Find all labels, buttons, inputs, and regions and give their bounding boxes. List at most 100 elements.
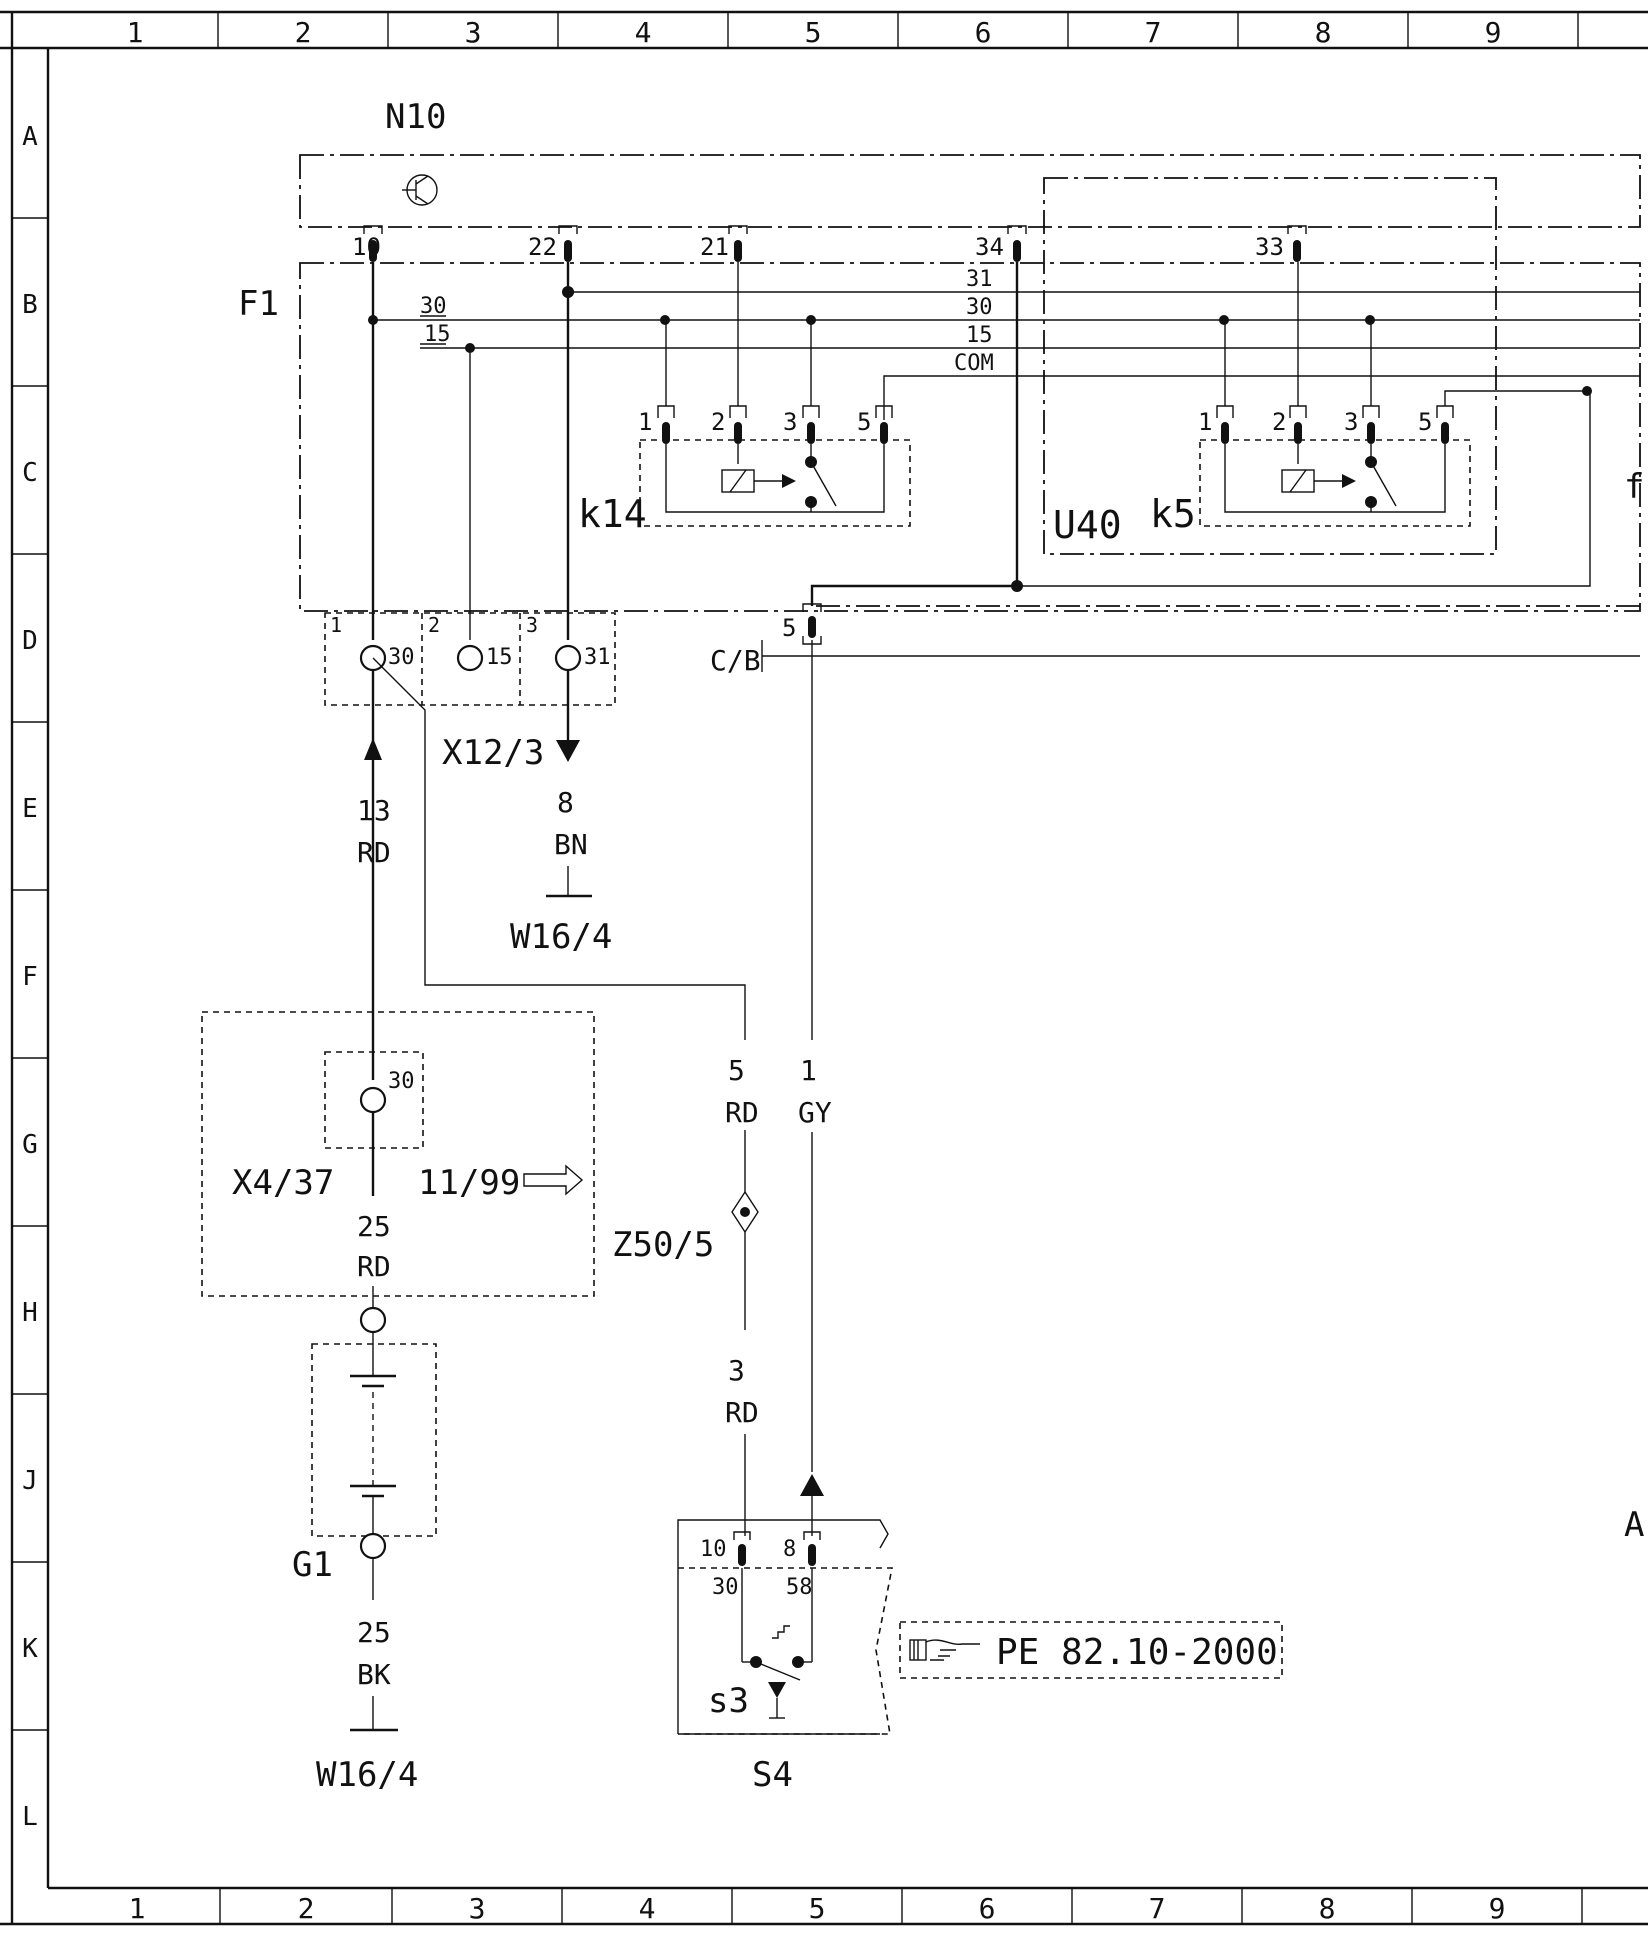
u40-outline (1043, 177, 1497, 555)
wire-number: 5 (728, 1054, 745, 1087)
row-label: K (22, 1634, 38, 1664)
column-label: 5 (805, 16, 822, 49)
k14-label: k14 (578, 492, 647, 536)
ground-label: W16/4 (510, 917, 612, 957)
cb-connector: 5 C/B (710, 603, 1640, 677)
step-icon (772, 1625, 790, 1639)
wire-number: 25 (357, 1616, 391, 1649)
terminal-label: 15 (486, 645, 513, 670)
column-label: 8 (1315, 16, 1332, 49)
row-label: C (22, 458, 38, 488)
ground-label: W16/4 (316, 1755, 418, 1795)
bus-lines: 31 30 15 COM 30 15 (368, 267, 1640, 420)
column-label: 6 (979, 1892, 996, 1925)
wire-color: RD (725, 1396, 759, 1429)
terminal-label: 58 (786, 1575, 813, 1600)
u40-label: U40 (1053, 503, 1122, 547)
s3-label: s3 (708, 1681, 749, 1721)
cell-number: 3 (526, 613, 538, 637)
pin-label: 10 (700, 1537, 727, 1562)
wire-color: RD (357, 1250, 391, 1283)
transistor-icon (402, 174, 438, 206)
relay-pin-label: 3 (1344, 408, 1358, 436)
k5-label: k5 (1150, 492, 1196, 536)
switch-contact-icon (755, 1661, 801, 1681)
splice-icon (731, 1190, 759, 1234)
k5-relay: k5 1 2 3 5 (1150, 262, 1587, 536)
reference-note: PE 82.10-2000 (899, 1621, 1283, 1679)
n10-feed-wires (371, 262, 1591, 640)
column-label: 8 (1319, 1892, 1336, 1925)
column-labels-top: 1 2 3 4 5 6 7 8 9 (127, 16, 1502, 49)
f1-fusebox: F1 (238, 262, 1641, 612)
relay-switch-icon (1370, 461, 1397, 507)
actuator-icon (768, 1682, 786, 1698)
relay-pin-label: 2 (711, 408, 725, 436)
k14-outline (639, 439, 911, 527)
edge-label: A (1624, 1505, 1644, 1545)
f1-outline (299, 262, 1641, 612)
terminal-label: 30 (388, 1069, 415, 1094)
s4-label: S4 (752, 1755, 793, 1795)
arrow-up-icon (364, 738, 382, 760)
wire-color: GY (798, 1096, 832, 1129)
ground-lead-x12: 8 BN W16/4 (510, 670, 612, 957)
column-label: 3 (465, 16, 482, 49)
column-label: 1 (129, 1892, 146, 1925)
x4-37-outline (201, 1011, 595, 1297)
column-label: 5 (809, 1892, 826, 1925)
f1-label: F1 (238, 284, 279, 324)
k5-outline (1199, 439, 1471, 527)
diagram-frame: 1 2 3 4 5 6 7 8 9 1 2 3 4 5 6 7 8 9 A B … (0, 10, 1648, 1926)
pin-10: 10 (352, 225, 383, 262)
bus-label: 15 (424, 322, 451, 347)
column-label: 9 (1489, 1892, 1506, 1925)
ignition-feed: 5 RD Z50/5 3 RD (612, 1054, 759, 1536)
wire-color: RD (725, 1096, 759, 1129)
n10-module: N10 (299, 97, 1641, 228)
column-labels-bottom: 1 2 3 4 5 6 7 8 9 (129, 1892, 1506, 1925)
wire-number: 1 (800, 1054, 817, 1087)
cb-label: C/B (710, 644, 761, 677)
row-label: D (22, 626, 38, 656)
pin-22: 22 (528, 225, 578, 262)
wire-color: BN (554, 828, 588, 861)
row-label: B (22, 290, 38, 320)
relay-pin-label: 5 (1418, 408, 1432, 436)
relay-pin-label: 2 (1272, 408, 1286, 436)
row-label: L (22, 1802, 38, 1832)
bus-label: 15 (966, 323, 993, 348)
wire-number: 13 (357, 794, 391, 827)
column-label: 2 (298, 1892, 315, 1925)
row-label: J (22, 1466, 38, 1496)
pin-label: 21 (700, 233, 729, 261)
wire-number: 3 (728, 1354, 745, 1387)
column-dividers-bottom (219, 1888, 1583, 1924)
pin-33: 33 (1255, 225, 1307, 262)
battery-feed: 13 RD (357, 657, 746, 1080)
pin-label: 8 (783, 1537, 796, 1562)
date-note: 11/99 (418, 1163, 520, 1203)
column-label: 4 (639, 1892, 656, 1925)
column-label: 7 (1145, 16, 1162, 49)
n10-outline (299, 154, 1641, 228)
k14-relay: k14 1 2 3 5 (578, 320, 911, 536)
row-label: H (22, 1298, 38, 1328)
relay-switch-icon (810, 461, 837, 507)
bus-label: 31 (966, 267, 993, 292)
column-label: 6 (975, 16, 992, 49)
column-label: 2 (295, 16, 312, 49)
bus-label: 30 (966, 295, 993, 320)
arrow-right-icon (523, 1164, 584, 1196)
pointing-hand-icon (909, 1639, 980, 1661)
relay-pin-label: 5 (857, 408, 871, 436)
pin-label: 22 (528, 233, 557, 261)
pin-34: 34 (975, 225, 1027, 262)
pin-21: 21 (700, 225, 748, 262)
x4-37-label: X4/37 (232, 1163, 334, 1203)
pin-label: 33 (1255, 233, 1284, 261)
u40-module: U40 (1043, 177, 1497, 555)
reference-text: PE 82.10-2000 (996, 1632, 1278, 1673)
n10-label: N10 (385, 97, 446, 137)
column-label: 4 (635, 16, 652, 49)
